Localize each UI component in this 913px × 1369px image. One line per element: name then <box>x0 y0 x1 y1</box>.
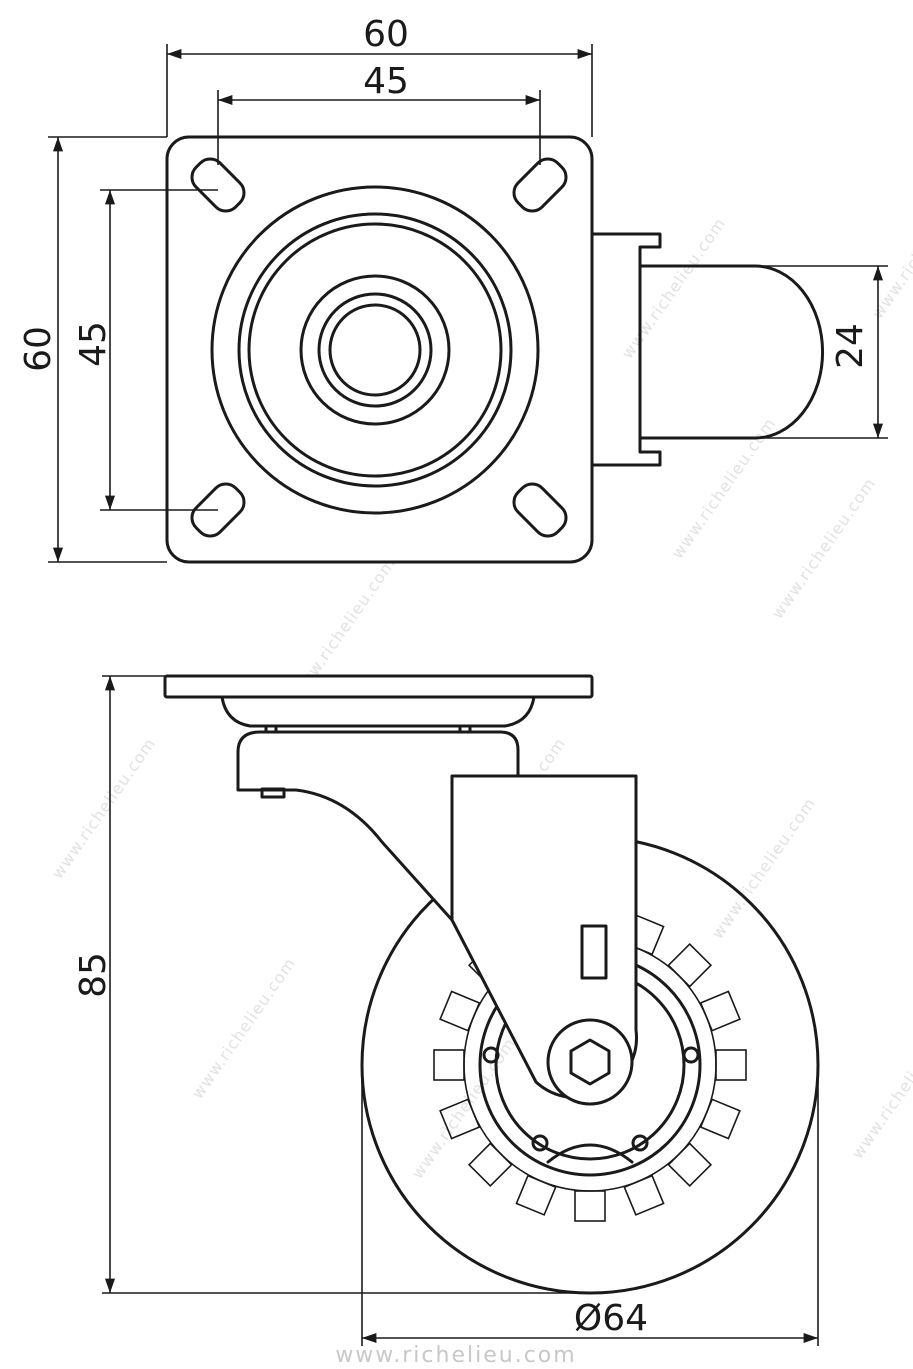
side-view <box>163 674 820 1295</box>
svg-text:www.richelieu.com: www.richelieu.com <box>618 214 730 362</box>
svg-text:www.richelieu.com: www.richelieu.com <box>768 474 880 622</box>
svg-text:www.richelieu.com: www.richelieu.com <box>188 954 300 1102</box>
mount-hole-top-left <box>190 157 246 213</box>
top-plate-side <box>163 674 594 699</box>
wheel-tooth <box>623 1174 665 1216</box>
mount-hole-top-right <box>512 157 568 213</box>
dim-plate-width: 60 <box>363 14 409 55</box>
wheel-tooth <box>699 1098 741 1140</box>
wheel-spoke-arc <box>546 1143 634 1164</box>
dim-wheel-diameter: Ø64 <box>574 1298 648 1339</box>
top-view <box>165 135 825 564</box>
wheel-tooth <box>715 1049 747 1081</box>
wheel-tooth <box>439 990 481 1032</box>
swivel-housing <box>236 730 520 922</box>
wheel-top-outline <box>638 264 825 440</box>
fork-slot <box>580 924 608 980</box>
dim-wheel-width: 24 <box>830 323 871 369</box>
wheel-tooth <box>667 1142 713 1188</box>
mount-hole-bottom-right <box>512 482 568 538</box>
svg-text:www.richelieu.com: www.richelieu.com <box>48 734 160 882</box>
footer-url: www.richelieu.com <box>335 1343 576 1368</box>
swivel-ring-middle <box>237 212 513 488</box>
dim-hole-spacing-vertical: 45 <box>73 321 114 367</box>
svg-text:www.richelieu.com: www.richelieu.com <box>708 794 820 942</box>
swivel-bolt <box>260 787 286 799</box>
dim-overall-height: 85 <box>73 952 114 998</box>
wheel-tooth <box>574 1190 606 1222</box>
bearing-race <box>220 695 536 728</box>
wheel-tooth <box>667 942 713 988</box>
mount-hole-bottom-left <box>190 482 246 538</box>
kingpin-ring <box>317 292 433 408</box>
kingpin-boss <box>299 274 451 426</box>
svg-text:www.richelieu.com: www.richelieu.com <box>848 1014 913 1162</box>
fork-outline-top <box>590 232 662 467</box>
wheel-tooth <box>699 990 741 1032</box>
swivel-ring-inner <box>247 222 503 478</box>
kingpin-center <box>328 303 422 397</box>
dim-plate-height: 60 <box>18 326 59 372</box>
wheel-tooth <box>467 1142 513 1188</box>
side-view-dimensions: 85 Ø64 <box>73 675 819 1346</box>
axle-hex-socket <box>569 1038 611 1086</box>
top-view-dimensions: 60 45 60 45 24 <box>18 14 888 563</box>
axle-nut <box>546 1018 634 1106</box>
swivel-ring-outer <box>210 185 540 515</box>
wheel-tooth <box>433 1049 465 1081</box>
mounting-plate-outline <box>165 135 594 564</box>
wheel-tooth <box>515 1174 557 1216</box>
svg-text:www.richelieu.com: www.richelieu.com <box>868 174 913 322</box>
dim-hole-spacing-horizontal: 45 <box>363 61 409 102</box>
